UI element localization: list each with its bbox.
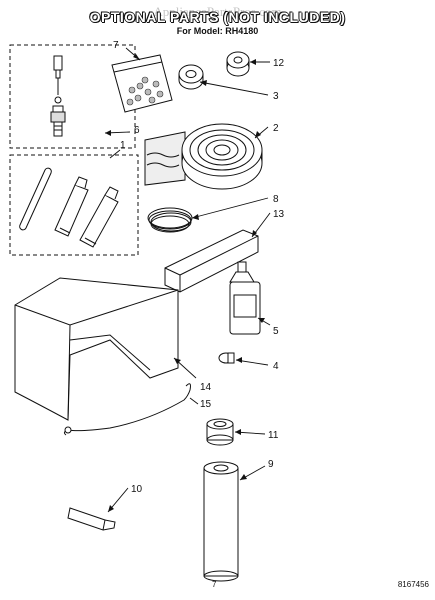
- insulation-strip-icon: [144, 131, 186, 186]
- page-title: OPTIONAL PARTS (NOT INCLUDED): [89, 9, 346, 25]
- part-14-cover: [14, 277, 179, 421]
- watermark-text: AppliancePartsPros.com: [153, 4, 282, 19]
- part-13-foam-block: [164, 229, 259, 293]
- callout-8: 8: [273, 194, 279, 205]
- part-3-foam-tape: [178, 64, 204, 90]
- leader-line-3: [199, 81, 269, 96]
- callout-14: 14: [200, 382, 212, 393]
- leader-line-8: [191, 197, 269, 219]
- part-6-fitting-group: [9, 44, 136, 149]
- callout-9: 9: [268, 459, 274, 470]
- part-11-cap: [206, 418, 234, 446]
- callout-13: 13: [273, 209, 285, 220]
- callout-10: 10: [131, 484, 143, 495]
- leader-line-1: [109, 149, 121, 159]
- callout-7: 7: [113, 40, 119, 51]
- page-number: 7: [212, 580, 217, 589]
- page-subtitle: For Model: RH4180: [176, 26, 259, 36]
- part-4-cap: [218, 352, 235, 364]
- tube-icon: [79, 186, 119, 248]
- part-1-dashed-box: [9, 154, 139, 256]
- callout-1: 1: [120, 140, 126, 151]
- drawing-code: 8167456: [397, 580, 429, 589]
- part-12-tape-roll: [226, 51, 250, 77]
- part-10-small-tube: [67, 507, 116, 531]
- part-5-bottle: [229, 261, 261, 335]
- callout-15: 15: [200, 399, 212, 410]
- callout-11: 11: [268, 430, 279, 441]
- callout-2: 2: [273, 123, 279, 134]
- callout-3: 3: [273, 91, 279, 102]
- part-2-insulation-roll: [144, 123, 263, 190]
- tube-icon: [54, 176, 89, 237]
- fitting-icon: [50, 55, 66, 137]
- callout-4: 4: [273, 361, 279, 372]
- callout-5: 5: [273, 326, 279, 337]
- callout-12: 12: [273, 58, 285, 69]
- callout-6: 6: [134, 125, 140, 136]
- applicator-rod-icon: [19, 167, 52, 231]
- part-8-coiled-wire: [147, 207, 193, 233]
- leader-line-15: [189, 397, 199, 405]
- part-9-spray-can: [203, 461, 239, 582]
- part-15-cord: [63, 383, 191, 436]
- part-1-adhesive-group: [9, 154, 139, 256]
- part-7-fastener-bag: [111, 54, 173, 113]
